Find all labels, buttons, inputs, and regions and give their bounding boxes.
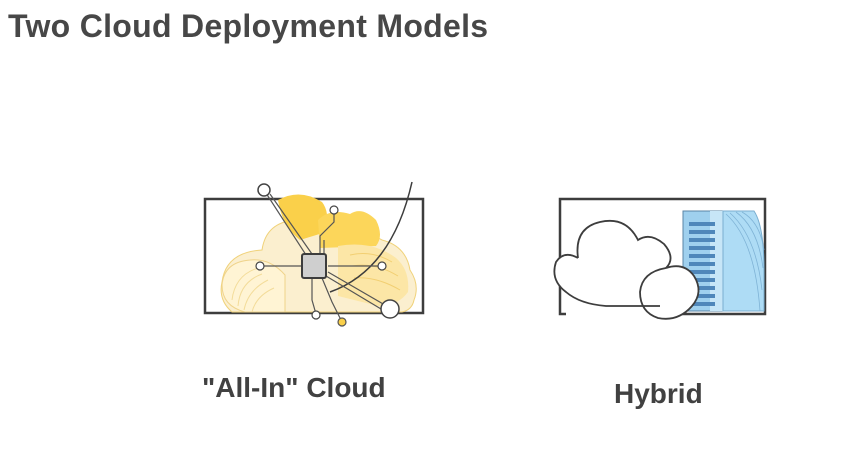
circuit-lines [260,189,391,323]
node-left [255,261,265,271]
node-right [377,261,387,271]
model-all-in-cloud: "All-In" Cloud [196,176,436,416]
hybrid-cloud-icon [553,197,767,320]
node-top [329,205,339,215]
node-bottom-gold [337,317,347,327]
model-label-hybrid: Hybrid [614,378,703,409]
cloud-outline [576,219,672,269]
model-hybrid: Hybrid [540,176,780,416]
node-top-left [257,183,271,197]
node-bottom [311,310,321,320]
cloud-curl [639,265,700,320]
node-bottom-right [380,299,400,319]
cloud-shape [220,194,417,313]
slide-title: Two Cloud Deployment Models [8,8,489,44]
all-in-cloud-icon [203,181,425,327]
model-label-all-in-cloud: "All-In" Cloud [202,372,386,403]
server-icon [682,210,765,312]
chip-icon [301,253,327,279]
